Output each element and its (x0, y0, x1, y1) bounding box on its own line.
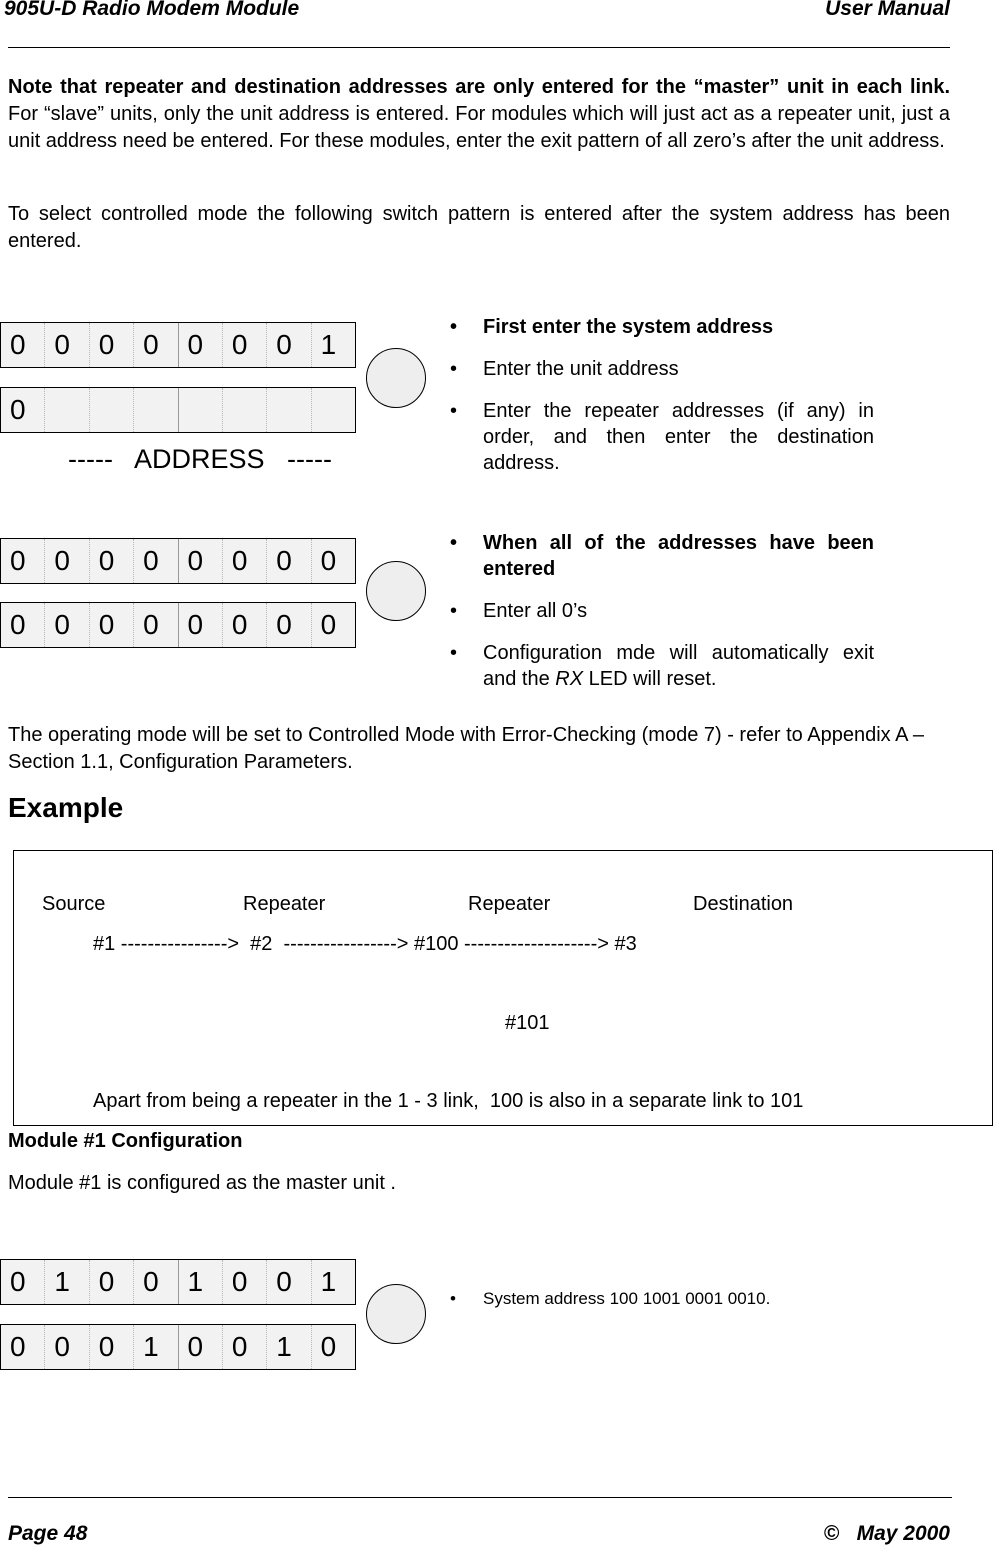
bullet-item: •When all of the addresses have been ent… (450, 532, 874, 580)
switch-cell: 0 (179, 539, 223, 583)
bullet-item: •First enter the system address (450, 316, 774, 338)
switch-cell: 0 (267, 539, 312, 583)
switch-cell: 0 (267, 1260, 312, 1304)
switch-cell: 1 (320, 329, 337, 360)
bullet-item: •Enter the unit address (450, 358, 679, 380)
address-caption: ----- ADDRESS ----- (68, 444, 332, 474)
switch-cell: 0 (1, 388, 46, 432)
bullet-item: •Configuration mde will automatically ex… (450, 642, 874, 690)
switch-cell: 1 (320, 1266, 337, 1297)
example-heading: Example (8, 792, 124, 823)
switch-cell: 0 (320, 545, 337, 576)
intro-bold: Note that repeater and destination addre… (8, 76, 950, 98)
footer-date: © May 2000 (823, 1522, 950, 1545)
example-col-destination: Destination (693, 893, 794, 915)
switch-cell (134, 388, 179, 432)
switch-cell: 1 (134, 1325, 179, 1369)
rx-led-indicator (366, 1284, 426, 1344)
header-rule (8, 47, 950, 48)
switch-cell: 0 (223, 1260, 268, 1304)
module1-heading: Module #1 Configuration (8, 1130, 243, 1152)
switch-cell: 0 (320, 609, 337, 640)
dip-switch-row-3: 0 0 0 0 0 0 0 0 (0, 538, 356, 584)
switch-cell: 0 (223, 323, 268, 367)
example-note: Apart from being a repeater in the 1 - 3… (93, 1090, 804, 1112)
intro-rest: For “slave” units, only the unit address… (8, 103, 950, 152)
switch-cell: 0 (179, 323, 223, 367)
switch-cell: 0 (134, 539, 179, 583)
switch-cell: 0 (45, 539, 90, 583)
switch-cell: 0 (1, 603, 46, 647)
switch-cell: 0 (1, 1325, 46, 1369)
switch-cell: 0 (179, 603, 223, 647)
dip-switch-row-1: 0 0 0 0 0 0 0 1 (0, 322, 356, 368)
switch-cell: 0 (90, 1325, 135, 1369)
example-box (13, 850, 993, 1126)
example-col-repeater-2: Repeater (468, 893, 551, 915)
header-manual-label: User Manual (825, 0, 950, 20)
diagram1-bullets: •First enter the system address •Enter t… (450, 314, 874, 492)
dip-switch-row-4: 0 0 0 0 0 0 0 0 (0, 602, 356, 648)
switch-cell: 0 (267, 323, 312, 367)
switch-cell: 0 (45, 603, 90, 647)
intro-paragraph: Note that repeater and destination addre… (8, 74, 950, 155)
switch-cell: 0 (90, 323, 135, 367)
switch-cell: 1 (179, 1260, 223, 1304)
footer-page-number: Page 48 (8, 1522, 88, 1545)
switch-cell: 0 (320, 1331, 337, 1362)
switch-cell (223, 388, 268, 432)
bullet-item: •Enter the repeater addresses (if any) i… (450, 400, 874, 474)
switch-cell: 0 (1, 1260, 46, 1304)
switch-cell: 0 (90, 1260, 135, 1304)
switch-cell (90, 388, 135, 432)
rx-led-indicator (366, 561, 426, 621)
switch-cell: 0 (134, 1260, 179, 1304)
switch-cell: 0 (1, 323, 46, 367)
switch-cell (267, 388, 312, 432)
switch-cell: 0 (134, 603, 179, 647)
bullet-item: •Enter all 0’s (450, 600, 588, 622)
intro2-paragraph: To select controlled mode the following … (8, 203, 950, 252)
switch-cell: 0 (179, 1325, 223, 1369)
switch-cell: 0 (223, 603, 268, 647)
switch-cell: 0 (90, 603, 135, 647)
switch-cell (312, 388, 355, 432)
module1-text: Module #1 is configured as the master un… (8, 1172, 396, 1194)
footer-rule (8, 1497, 952, 1498)
switch-cell: 0 (223, 539, 268, 583)
module1-bullet: •System address 100 1001 0001 0010. (450, 1289, 771, 1308)
mode-paragraph: The operating mode will be set to Contro… (8, 724, 925, 773)
switch-cell: 0 (267, 603, 312, 647)
switch-cell: 0 (1, 539, 46, 583)
dip-switch-row-5: 0 1 0 0 1 0 0 1 (0, 1259, 356, 1305)
switch-cell (179, 388, 223, 432)
switch-cell: 0 (45, 1325, 90, 1369)
switch-cell: 0 (45, 323, 90, 367)
example-col-source: Source (42, 893, 106, 915)
example-path-line: #1 ----------------> #2 ----------------… (93, 933, 637, 955)
switch-cell: 0 (223, 1325, 268, 1369)
switch-cell (45, 388, 90, 432)
dip-switch-row-6: 0 0 0 1 0 0 1 0 (0, 1324, 356, 1370)
diagram2-bullets: •When all of the addresses have been ent… (450, 530, 874, 708)
rx-led-indicator (366, 348, 426, 408)
switch-cell: 0 (90, 539, 135, 583)
example-branch: #101 (505, 1012, 550, 1034)
switch-cell: 0 (134, 323, 179, 367)
switch-cell: 1 (45, 1260, 90, 1304)
example-col-repeater-1: Repeater (243, 893, 326, 915)
switch-cell: 1 (267, 1325, 312, 1369)
dip-switch-row-2: 0 (0, 387, 356, 433)
header-title: 905U-D Radio Modem Module (4, 0, 300, 20)
